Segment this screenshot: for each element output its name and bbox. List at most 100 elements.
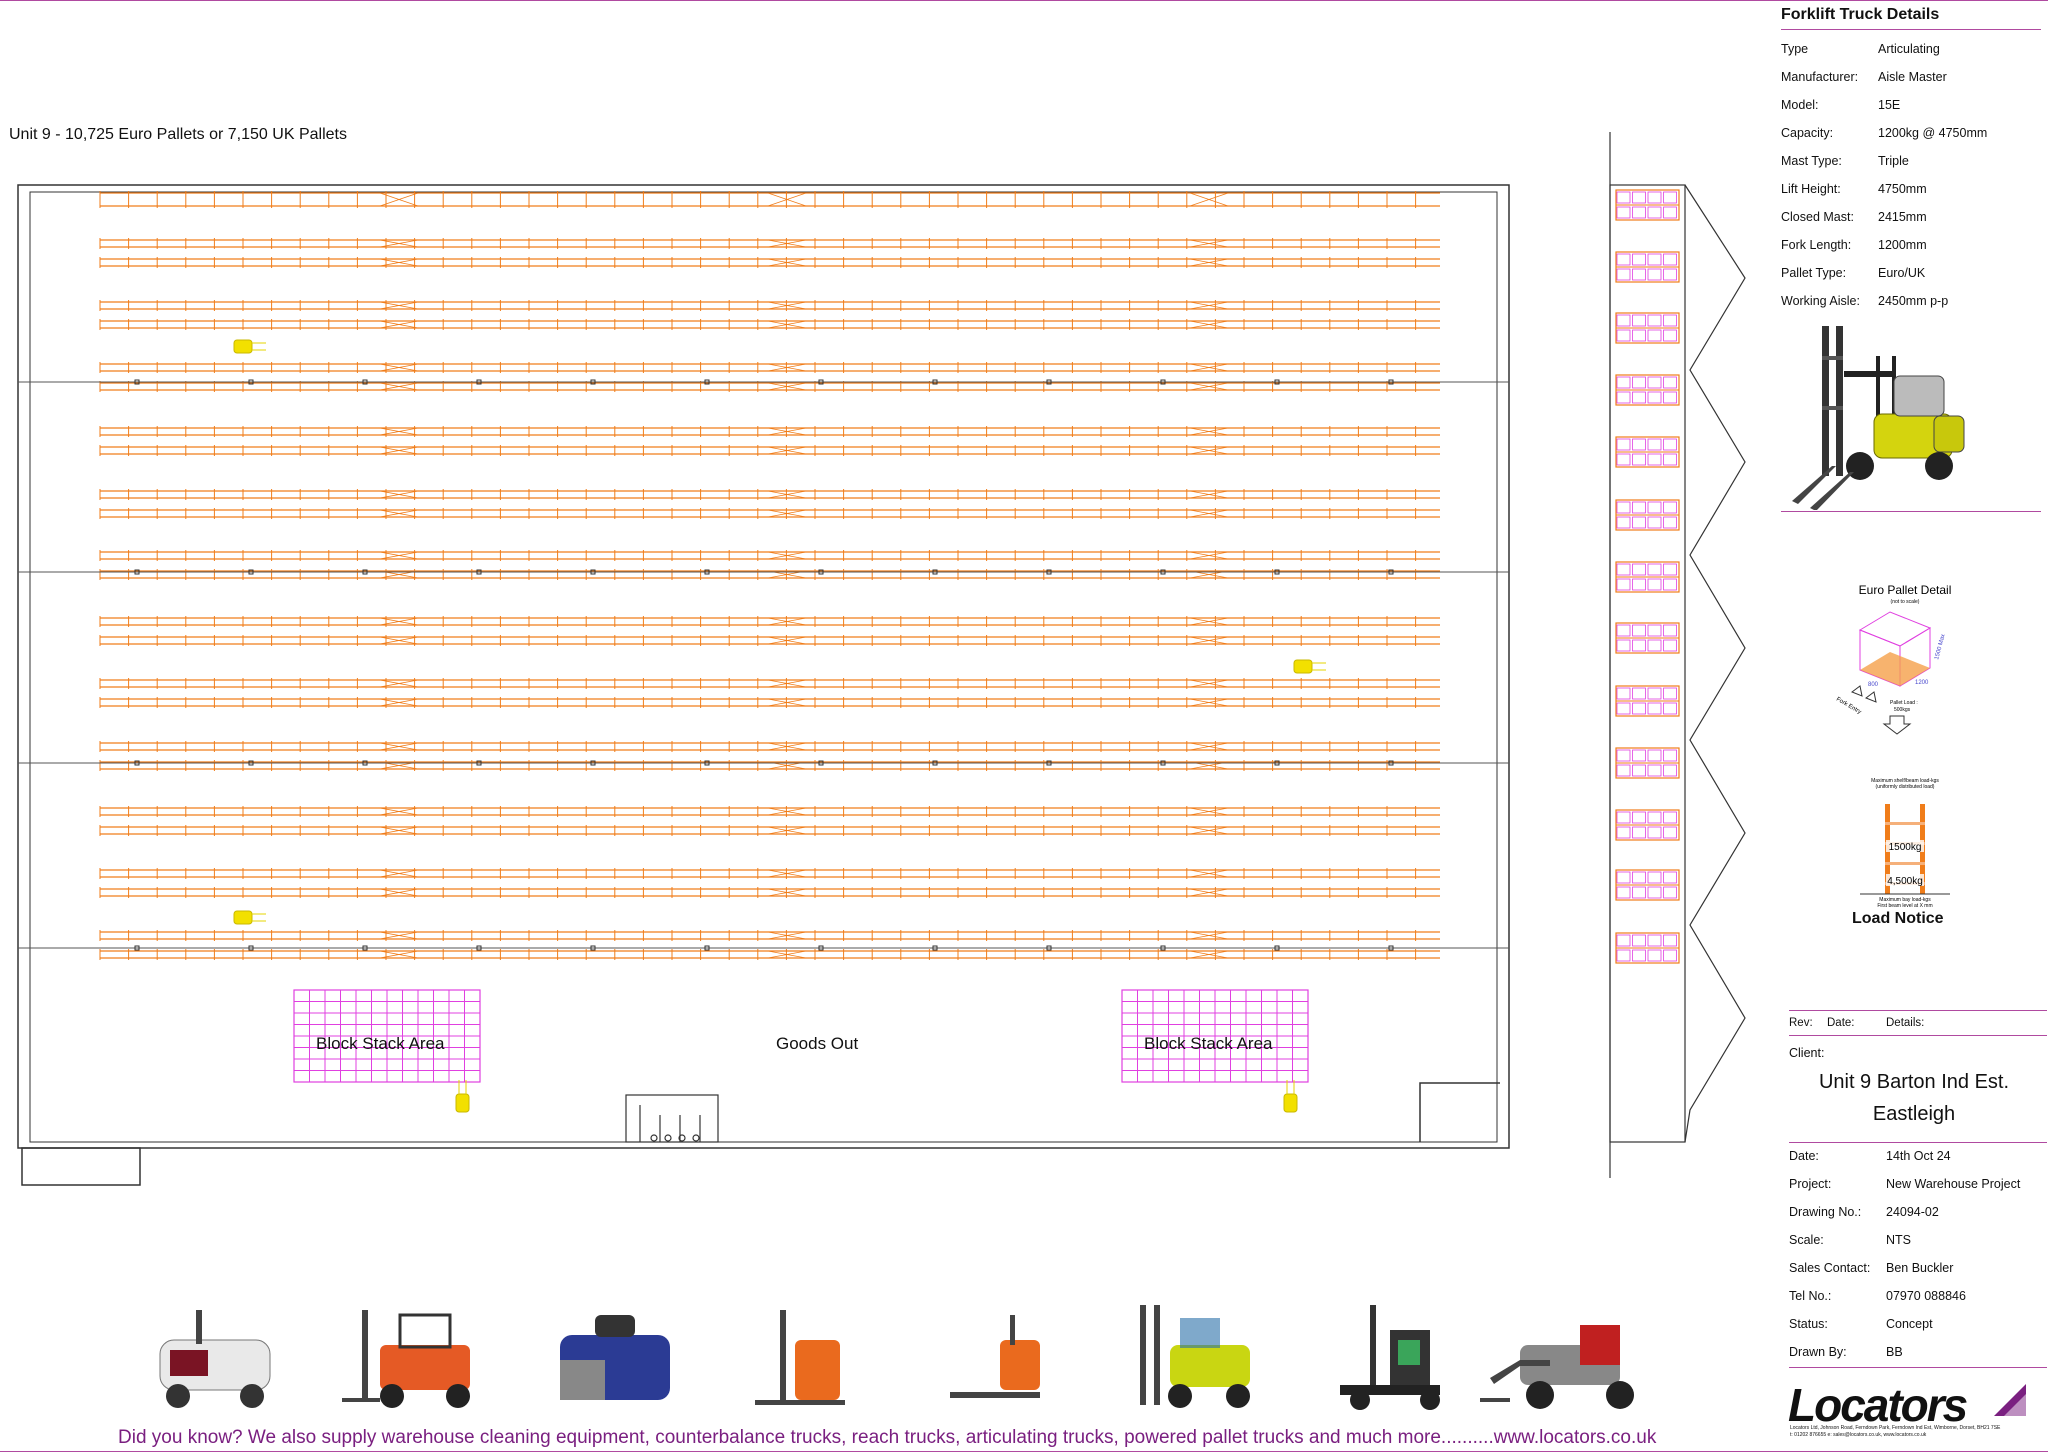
side-pallet — [1632, 253, 1646, 266]
locators-logo: Locators — [1788, 1379, 1968, 1431]
side-pallet — [1616, 501, 1631, 514]
pallet-detail-title: Euro Pallet Detail — [1859, 583, 1952, 597]
rack-bracing — [767, 509, 807, 518]
side-pallet — [1663, 826, 1677, 839]
office-block — [625, 1094, 719, 1143]
pallet-scale-note: (not to scale) — [1891, 599, 1920, 605]
column-marker — [134, 569, 140, 575]
forklift-heading: Forklift Truck Details — [1781, 6, 1940, 23]
column-marker — [1274, 760, 1280, 766]
column-marker — [1160, 379, 1166, 385]
column-marker — [1274, 945, 1280, 951]
side-pallet — [1647, 268, 1662, 281]
brand-address: Locators Ltd, Johnson Road, Ferndown Par… — [1790, 1425, 2001, 1431]
rack-bracing — [767, 192, 807, 207]
reach-truck-icon — [755, 1310, 845, 1405]
rack-bracing — [1189, 192, 1229, 207]
side-pallet — [1616, 516, 1631, 529]
column-marker — [1046, 379, 1052, 385]
side-pallet — [1647, 624, 1662, 637]
rack-bracing — [379, 698, 419, 707]
load-note-bottom-1: Maximum bay load-kgs — [1879, 897, 1931, 903]
column-marker — [1388, 379, 1394, 385]
warehouse-plan — [17, 132, 1746, 1186]
spec-row: Manufacturer:Aisle Master — [1781, 70, 1947, 84]
side-pallet — [1616, 702, 1631, 715]
rack-bracing — [767, 807, 807, 816]
rack-bracing — [1189, 320, 1229, 329]
side-pallet — [1663, 191, 1677, 204]
column-marker — [1160, 945, 1166, 951]
load-note-bottom-2: First beam level at X mm — [1877, 903, 1932, 909]
side-pallet — [1663, 764, 1677, 777]
rack-bracing — [379, 427, 419, 436]
side-pallet — [1632, 501, 1646, 514]
block-stack-areas — [293, 989, 1309, 1083]
column-marker — [590, 760, 596, 766]
column-marker — [1046, 760, 1052, 766]
column-marker — [1046, 945, 1052, 951]
side-pallet — [1632, 826, 1646, 839]
counterbalance-truck-icon — [342, 1310, 470, 1408]
side-pallet — [1663, 934, 1677, 947]
footer-promo: Did you know? We also supply warehouse c… — [118, 1427, 1657, 1448]
side-pallet — [1616, 563, 1631, 576]
column-marker — [818, 379, 824, 385]
client-label: Client: — [1789, 1046, 1825, 1060]
column-marker — [704, 379, 710, 385]
plan-title: Unit 9 - 10,725 Euro Pallets or 7,150 UK… — [9, 126, 347, 143]
load-notice-diagram: Maximum shelf/beam load-kgs (uniformly d… — [1860, 778, 1950, 909]
side-pallet — [1663, 749, 1677, 762]
side-pallet — [1632, 764, 1646, 777]
column-marker — [1046, 569, 1052, 575]
rack-bracing — [379, 742, 419, 751]
side-pallet — [1663, 563, 1677, 576]
side-pallet — [1663, 639, 1677, 652]
rack-bracing — [767, 869, 807, 878]
side-pallet — [1663, 329, 1677, 342]
spec-row: Pallet Type:Euro/UK — [1781, 266, 1926, 280]
side-pallet — [1632, 329, 1646, 342]
side-pallet — [1647, 206, 1662, 219]
telehandler-icon — [1480, 1325, 1634, 1409]
spec-row: Closed Mast:2415mm — [1781, 210, 1927, 224]
brand-contact: t: 01202 876655 e: sales@locators.co.uk,… — [1790, 1432, 1927, 1438]
side-pallet — [1632, 949, 1646, 962]
rack-bracing — [379, 636, 419, 645]
column-marker — [818, 760, 824, 766]
side-pallet — [1647, 811, 1662, 824]
rack-bracing — [767, 239, 807, 248]
column-marker — [590, 945, 596, 951]
top-border — [0, 0, 2048, 1]
side-pallet — [1647, 391, 1662, 404]
rack-bracing — [1189, 490, 1229, 499]
side-pallet — [1647, 871, 1662, 884]
euro-pallet-diagram: Euro Pallet Detail (not to scale) 1500 M… — [1835, 583, 1952, 735]
rack-bracing — [1189, 239, 1229, 248]
rack-bracing — [767, 258, 807, 267]
side-pallet — [1632, 639, 1646, 652]
side-pallet — [1632, 934, 1646, 947]
column-marker — [818, 945, 824, 951]
racking-rows — [99, 191, 1440, 960]
rack-bracing — [767, 490, 807, 499]
side-pallet — [1663, 314, 1677, 327]
side-pallet — [1647, 886, 1662, 899]
rack-bracing — [1189, 698, 1229, 707]
side-pallet — [1647, 702, 1662, 715]
side-pallet — [1632, 453, 1646, 466]
side-pallet — [1632, 391, 1646, 404]
side-pallet — [1647, 376, 1662, 389]
client-name: Unit 9 Barton Ind Est. Eastleigh — [1818, 1071, 2010, 1125]
column-marker — [476, 760, 482, 766]
side-pallet — [1616, 871, 1631, 884]
rack-bracing — [1189, 950, 1229, 959]
side-pallet — [1663, 886, 1677, 899]
side-pallet — [1616, 749, 1631, 762]
rack-bracing — [379, 258, 419, 267]
truck-icon — [1283, 1093, 1298, 1113]
title-row: Status:Concept — [1789, 1317, 1933, 1331]
truck-icon — [233, 910, 253, 925]
side-pallet — [1632, 563, 1646, 576]
